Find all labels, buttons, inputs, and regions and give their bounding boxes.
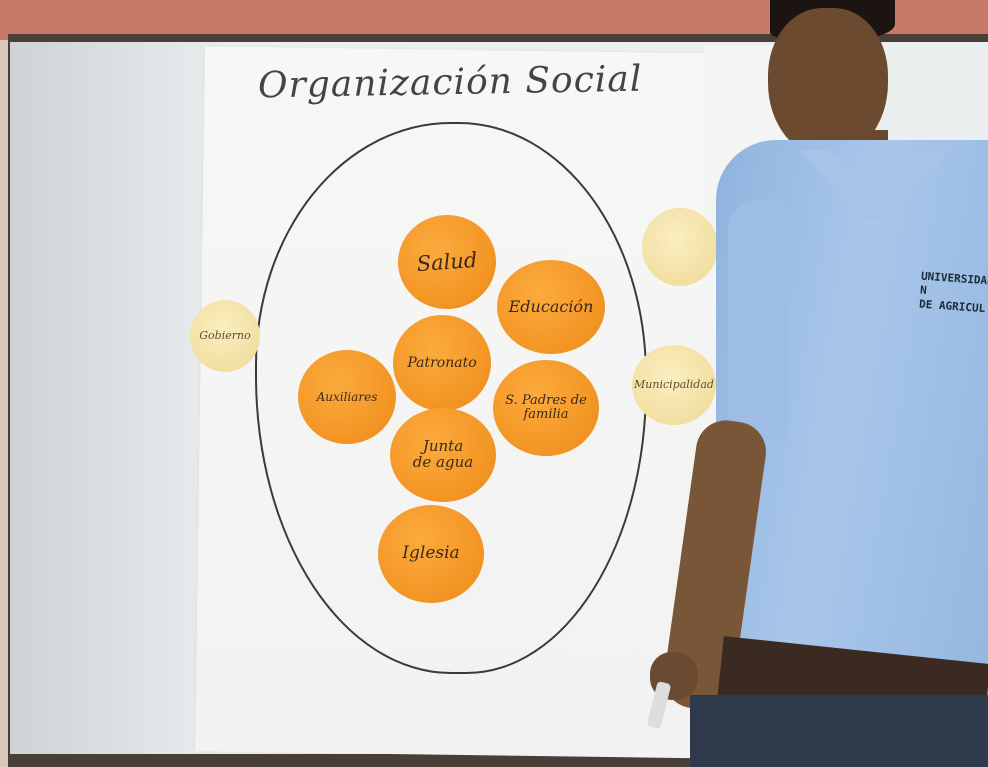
shirt-logo: UNIVERSIDAD N DE AGRICUL	[919, 270, 988, 316]
person-jeans	[690, 695, 988, 767]
group-label: Auxiliares	[316, 389, 378, 404]
group-disc-patronato: Patronato	[393, 315, 491, 411]
group-disc-iglesia: Iglesia	[378, 505, 484, 603]
group-disc-blank	[642, 208, 718, 286]
group-label: Iglesia	[402, 543, 460, 564]
group-label: Municipalidad	[634, 378, 714, 392]
group-label: Junta de agua	[412, 437, 474, 471]
group-disc-gobierno: Gobierno	[190, 300, 260, 372]
group-disc-padres-de-familia: S. Padres de familia	[493, 360, 599, 456]
group-label: S. Padres de familia	[505, 393, 587, 422]
group-disc-educacion: Educación	[497, 260, 605, 354]
group-disc-junta-de-agua: Junta de agua	[390, 408, 496, 502]
group-label: Salud	[415, 247, 479, 277]
group-disc-municipalidad: Municipalidad	[632, 345, 716, 425]
shirt-sleeve	[728, 200, 788, 440]
poster-title: Organización Social	[257, 58, 643, 107]
group-label: Gobierno	[199, 329, 251, 343]
group-disc-auxiliares: Auxiliares	[298, 350, 396, 444]
group-label: Educación	[508, 296, 594, 316]
group-label: Patronato	[407, 354, 477, 371]
